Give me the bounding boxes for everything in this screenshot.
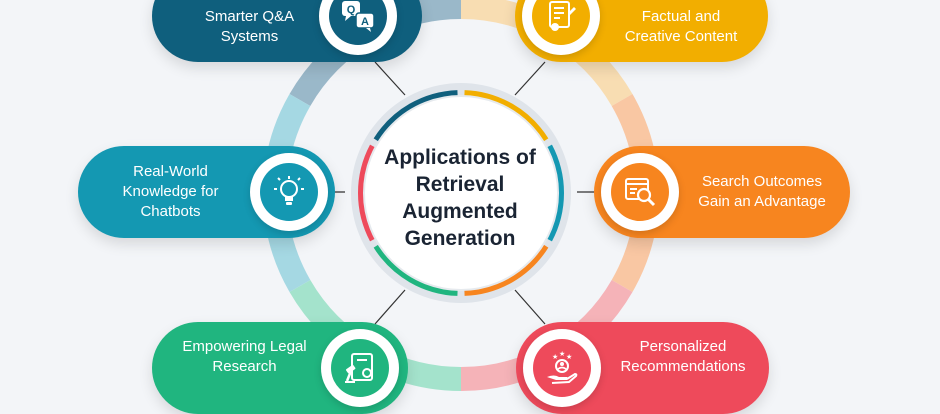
badge-legal: [321, 329, 399, 407]
card-legal: Empowering Legal Research: [152, 322, 408, 414]
search-window-icon: [625, 178, 656, 207]
badge-search-inner: [611, 163, 669, 221]
badge-personalized: ★ ★ ★: [523, 329, 601, 407]
qa-chat-icon: Q A: [342, 1, 375, 32]
card-personalized-label: Personalized Recommendations: [620, 338, 746, 375]
card-factual-label: Factual and Creative Content: [624, 8, 738, 45]
center-rim-segment-5: [373, 244, 458, 296]
lightbulb-icon: [274, 176, 304, 205]
center-circle: [363, 95, 559, 291]
svg-text:A: A: [361, 16, 369, 28]
diagram-canvas: Applications of Retrieval Augmented Gene…: [78, 0, 850, 414]
card-search: Search Outcomes Gain an Advantage: [594, 146, 850, 238]
document-pen-icon: [549, 1, 576, 31]
card-legal-label: Empowering Legal Research: [182, 338, 307, 375]
badge-factual: [522, 0, 600, 55]
connector-personalized: [514, 289, 546, 325]
center-rim-segment-1: [373, 90, 458, 142]
center-rim-segment-2: [464, 90, 549, 142]
card-personalized: ★ ★ ★ Personalized Recommendations: [516, 322, 769, 414]
center-rim-segment-6: [358, 144, 376, 242]
connector-factual: [514, 61, 546, 96]
card-qa: Smarter Q&A Systems Q A: [152, 0, 422, 62]
badge-chatbots: [250, 153, 328, 231]
card-qa-label: Smarter Q&A Systems: [204, 8, 295, 45]
badge-qa: Q A: [319, 0, 397, 55]
badge-personalized-inner: ★ ★ ★: [533, 339, 591, 397]
card-chatbots-label: Real-World Knowledge for Chatbots: [122, 163, 219, 220]
badge-legal-inner: [331, 339, 389, 397]
center-rim-segment-3: [546, 144, 564, 242]
card-chatbots: Real-World Knowledge for Chatbots: [78, 146, 335, 238]
hand-user-stars-icon: ★ ★ ★: [547, 350, 578, 384]
center-title: Applications of Retrieval Augmented Gene…: [384, 146, 536, 250]
svg-text:Q: Q: [347, 4, 356, 16]
gavel-document-icon: [345, 353, 373, 383]
center-rim-segment-4: [464, 244, 549, 296]
badge-qa-inner: Q A: [329, 0, 387, 45]
badge-search: [601, 153, 679, 231]
badge-chatbots-inner: [260, 163, 318, 221]
svg-text:★: ★: [566, 353, 572, 361]
connector-qa: [374, 61, 406, 96]
connector-legal: [374, 289, 406, 325]
card-search-label: Search Outcomes Gain an Advantage: [698, 173, 826, 210]
card-factual: Factual and Creative Content: [515, 0, 768, 62]
svg-text:★: ★: [559, 350, 565, 358]
svg-text:★: ★: [552, 353, 558, 361]
badge-factual-inner: [532, 0, 590, 45]
